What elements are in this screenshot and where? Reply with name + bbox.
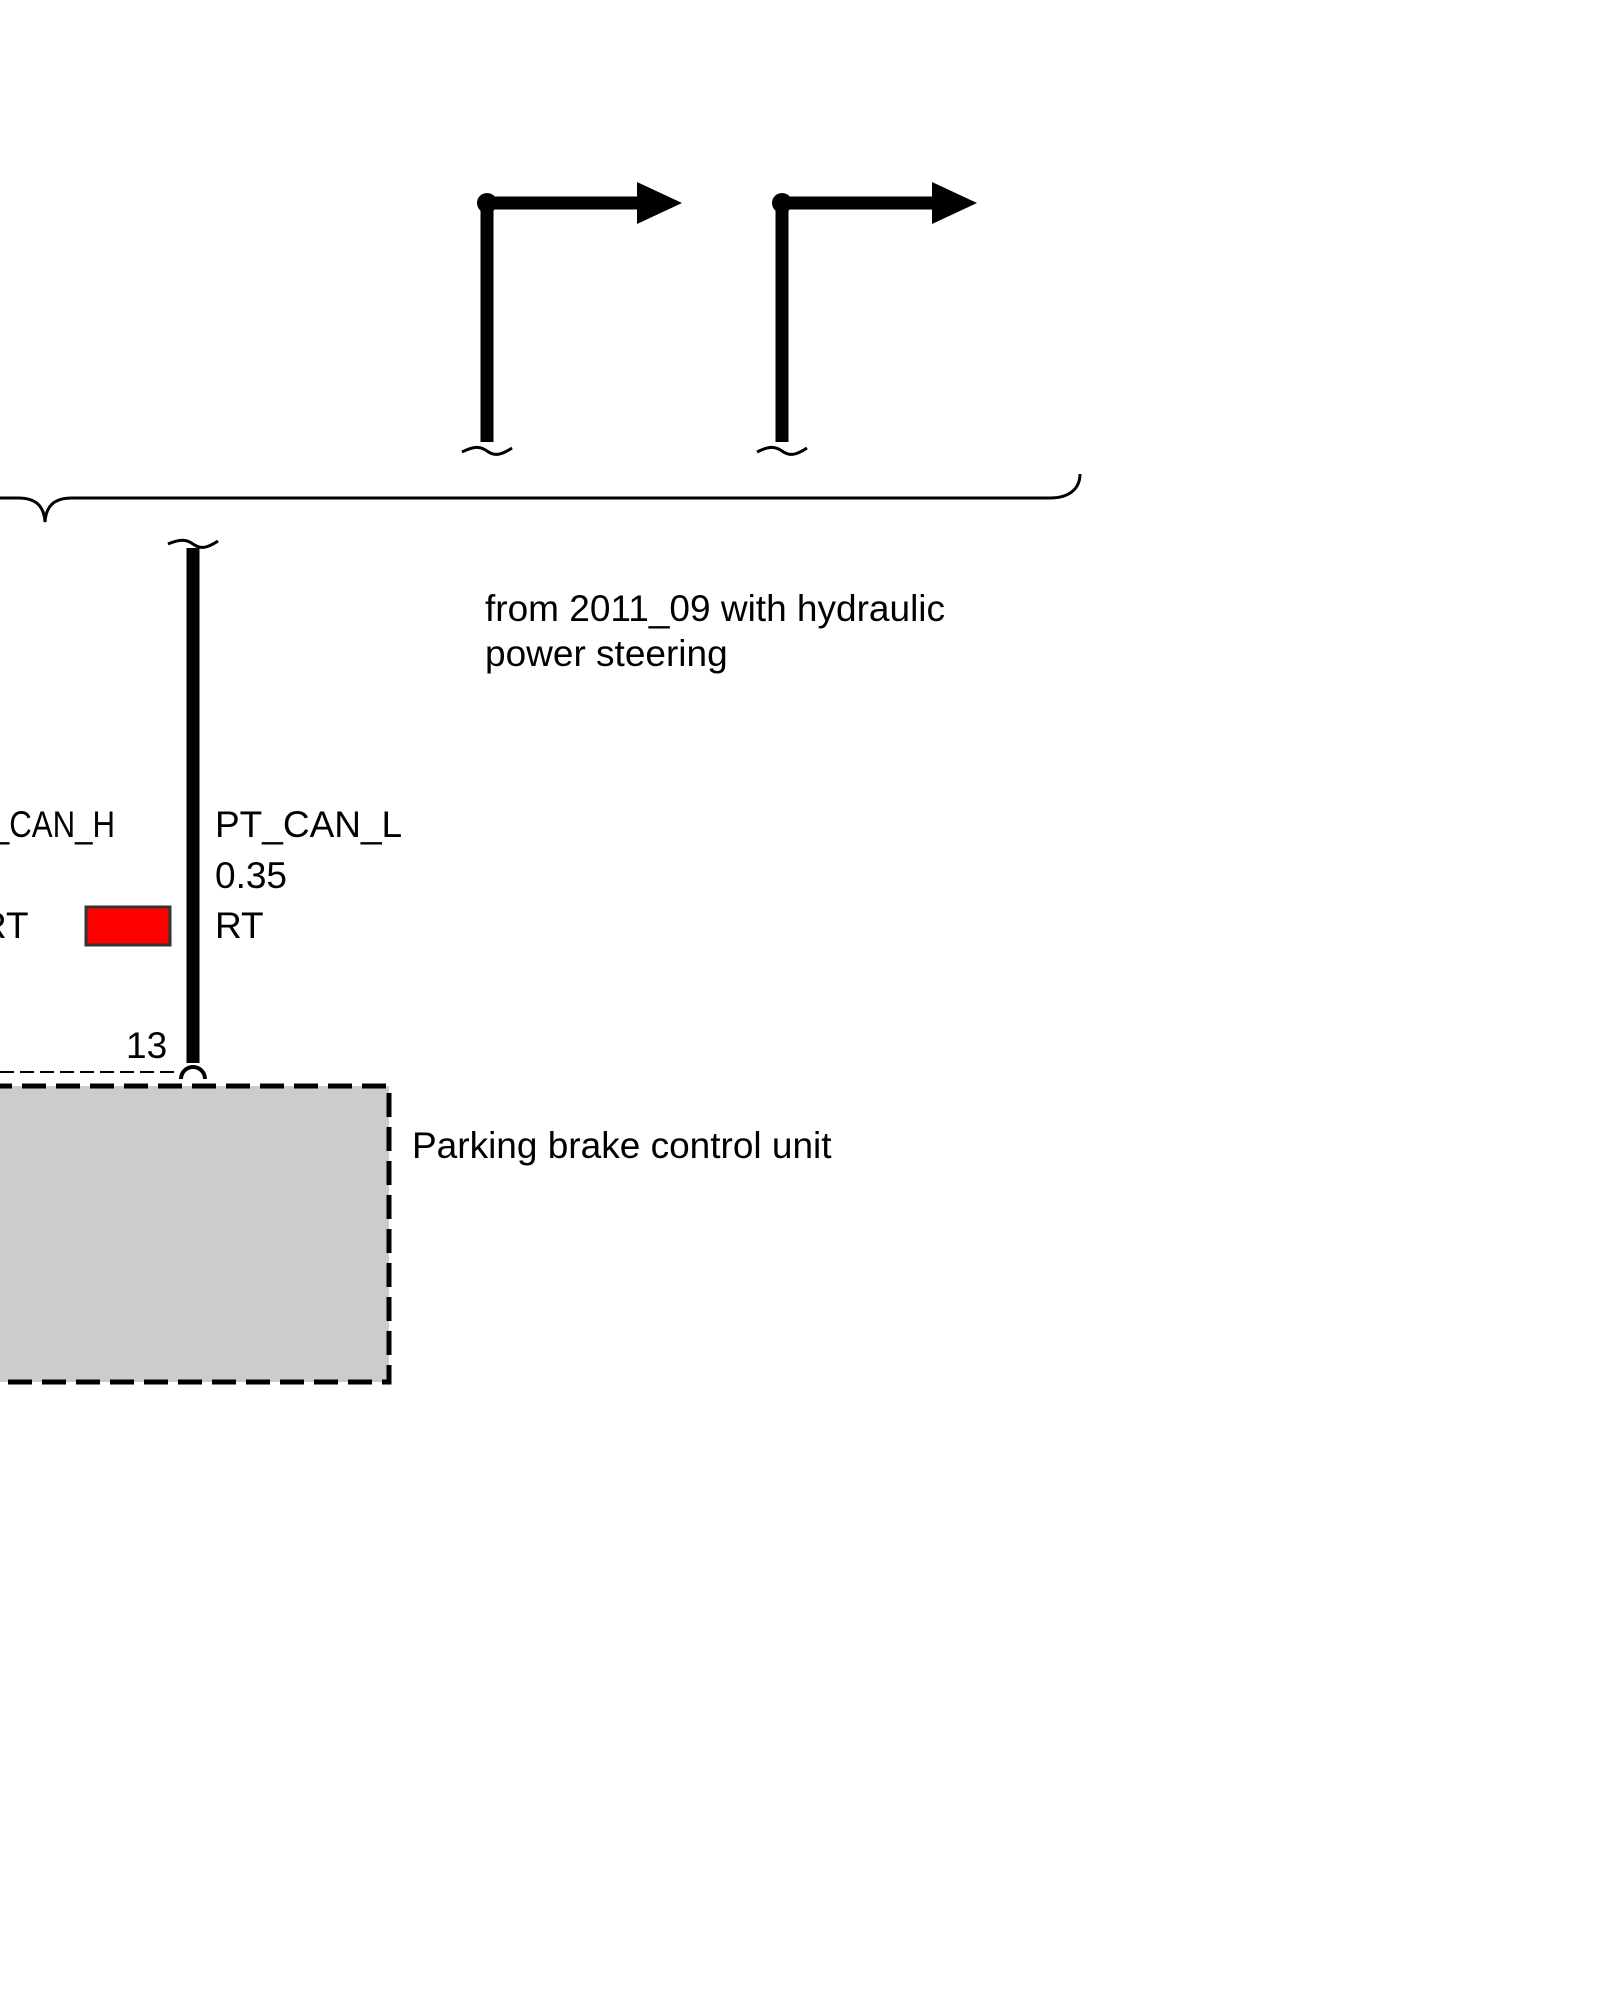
left-wire-signal-label: PT_CAN_H — [0, 804, 115, 845]
pin-number-label: 13 — [126, 1025, 167, 1066]
left-wire-color-swatch — [84, 905, 172, 947]
arrow-2-break-mark — [756, 445, 808, 456]
right-wire-signal-label: PT_CAN_L — [215, 804, 402, 845]
right-wire-cross-section-label: 0.35 — [215, 855, 287, 896]
arrow-1-head — [637, 182, 682, 224]
pin-connection-arc[interactable] — [179, 1065, 207, 1080]
parking-brake-control-unit-box[interactable] — [0, 1083, 392, 1385]
right-wire-break-mark — [167, 538, 219, 549]
component-name-label: Parking brake control unit — [412, 1125, 832, 1166]
arrow-1-break-mark — [461, 445, 513, 456]
right-wire-color-label: RT — [215, 905, 264, 946]
left-wire-color-label: RT — [0, 905, 29, 946]
arrow-2-head — [932, 182, 977, 224]
condition-note-line-1: from 2011_09 with hydraulic — [485, 588, 945, 629]
continuation-arrow-1[interactable] — [461, 182, 682, 456]
condition-note-line-2: power steering — [485, 633, 728, 674]
variant-brace — [0, 473, 1082, 523]
continuation-arrow-2[interactable] — [756, 182, 977, 456]
